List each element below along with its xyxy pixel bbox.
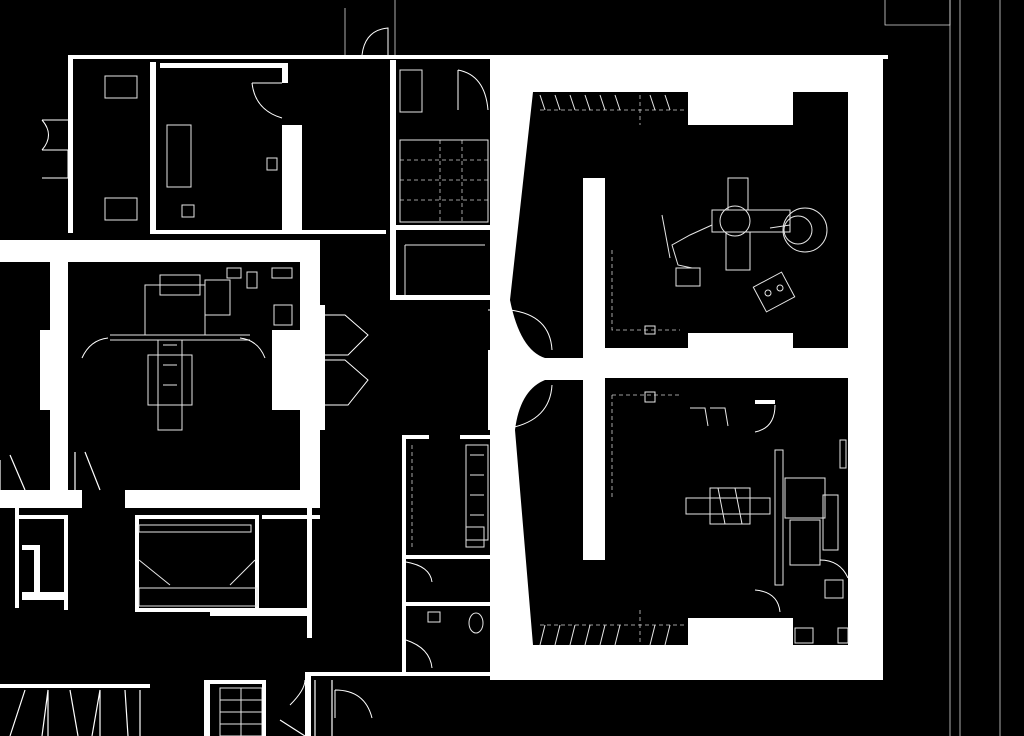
x-ray-table [147,339,193,431]
overhead-tube [110,274,250,341]
middle-work-area [370,435,490,676]
corridor-middle [320,305,553,430]
top-left-rooms [41,27,888,300]
shielded-room-lower-right-equipment [539,391,849,646]
left-lower-rooms [0,451,320,638]
shielded-rooms-block [490,58,883,680]
imaging-room-left [0,240,320,508]
bottom-rooms [0,672,374,736]
monitor-cart [752,271,796,313]
operating-table [711,177,791,271]
c-arm [769,207,828,253]
shielded-room-upper-right-equipment [539,94,828,335]
site-boundary-lines [344,0,1001,736]
x-ray-table-right [685,487,771,525]
detector-stand [774,449,839,586]
